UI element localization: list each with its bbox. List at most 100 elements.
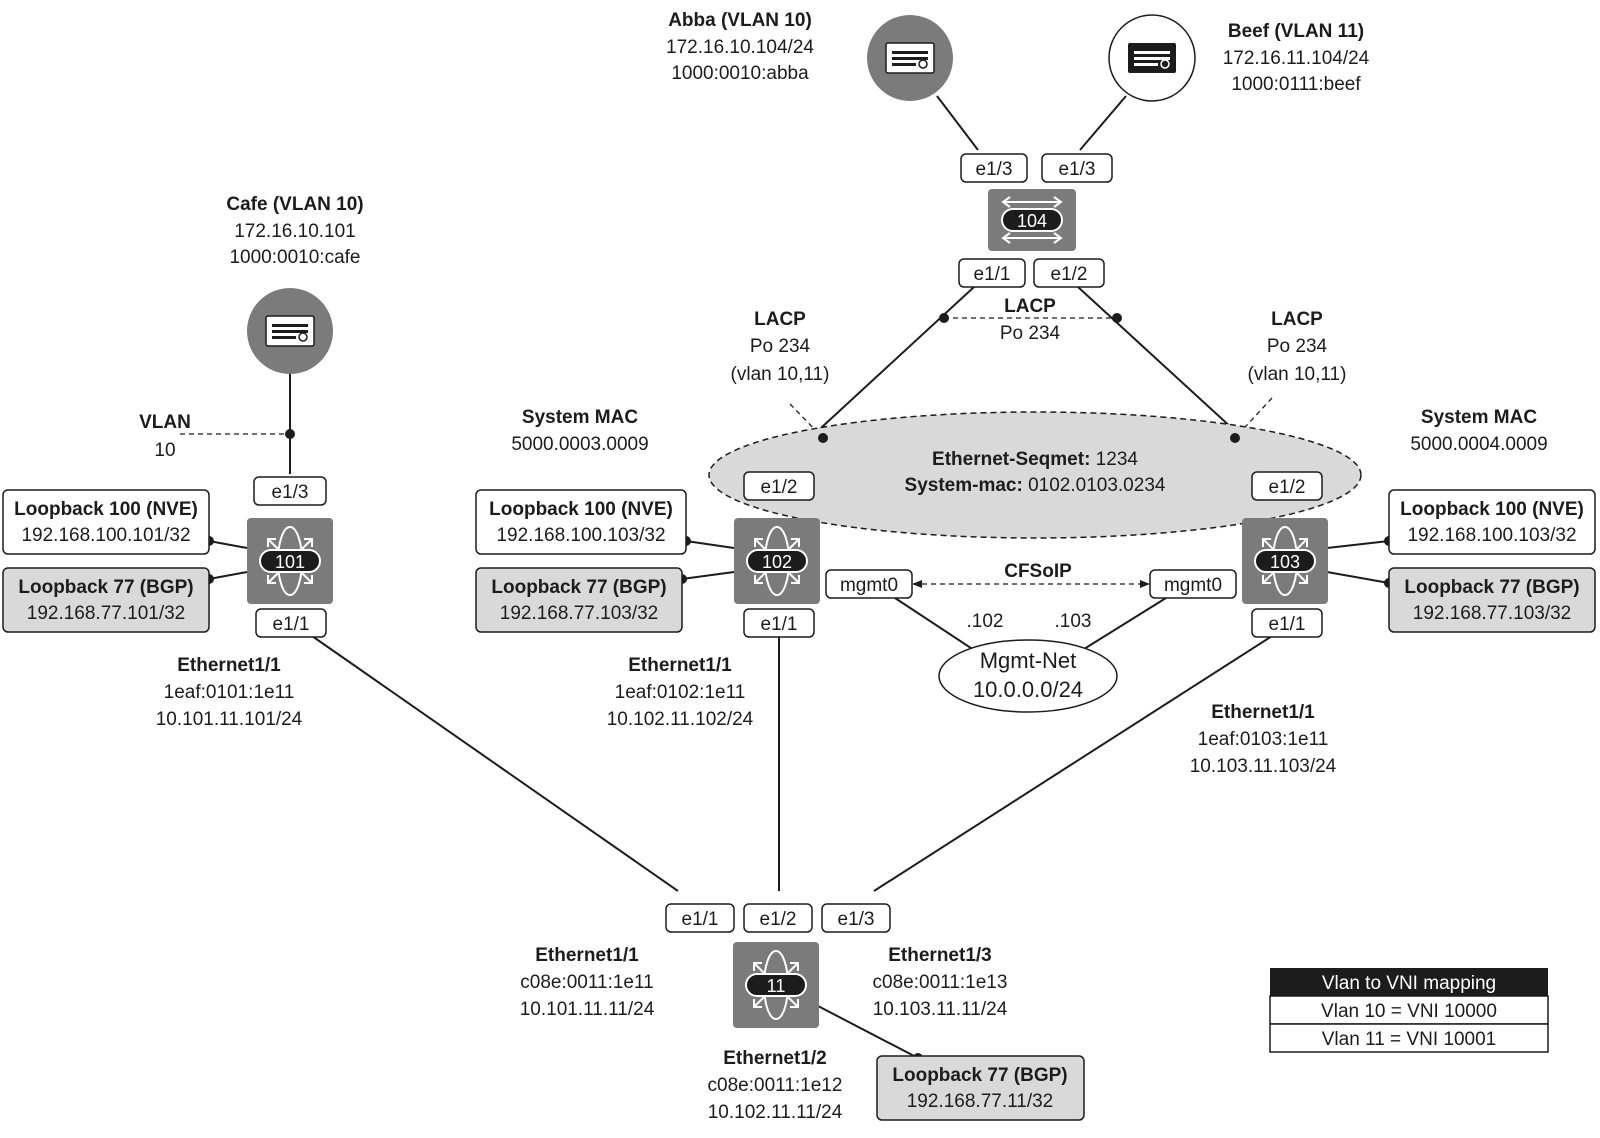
iface-101-ip: 10.101.11.101/24: [156, 709, 303, 730]
switch-102-id: 102: [762, 552, 792, 572]
switch-11[interactable]: 11: [733, 942, 819, 1028]
port-box: [1251, 608, 1323, 638]
port-104-e1-3-right[interactable]: e1/3: [1041, 153, 1113, 183]
arrowhead-icon: [1053, 232, 1063, 244]
lacp-left-po: Po 234: [750, 336, 811, 357]
cfsoip-arrowhead-left: [912, 580, 922, 588]
link-mgmt-left: [894, 597, 981, 655]
abba-mac: 1000:0010:abba: [671, 63, 809, 84]
loopback-103-nve[interactable]: Loopback 100 (NVE) 192.168.100.103/32: [1388, 489, 1596, 555]
vpc-segment-key: Ethernet-Seqmet:: [932, 449, 1090, 470]
loopback-103-bgp[interactable]: Loopback 77 (BGP) 192.168.77.103/32: [1388, 567, 1596, 633]
server-icon: [885, 42, 935, 74]
loopback-102-bgp[interactable]: Loopback 77 (BGP) 192.168.77.103/32: [475, 567, 683, 633]
port-label: e1/1: [974, 264, 1011, 285]
port-102-mgmt0[interactable]: mgmt0: [825, 569, 913, 599]
lacp-left-title: LACP: [754, 309, 806, 330]
system-mac-right-value: 5000.0004.0009: [1410, 434, 1547, 455]
switch-101-id: 101: [275, 552, 305, 572]
cfsoip-label: CFSoIP: [1004, 561, 1072, 582]
port-box: [825, 569, 913, 599]
loopback-102-nve[interactable]: Loopback 100 (NVE) 192.168.100.103/32: [475, 489, 687, 555]
switch-11-id: 11: [767, 976, 786, 996]
loopback-box: [475, 567, 683, 633]
port-box: [960, 153, 1028, 183]
port-104-e1-3-left[interactable]: e1/3: [960, 153, 1028, 183]
port-box: [665, 903, 735, 933]
beef-name: Beef (VLAN 11): [1228, 21, 1364, 42]
port-box: [1149, 569, 1237, 599]
port-104-e1-1[interactable]: e1/1: [958, 258, 1026, 288]
port-103-e1-2[interactable]: e1/2: [1251, 471, 1323, 501]
host-beef[interactable]: [1108, 14, 1196, 102]
port-label: e1/1: [1269, 614, 1306, 635]
loopback-101-nve[interactable]: Loopback 100 (NVE) 192.168.100.101/32: [2, 489, 210, 555]
port-box: [958, 258, 1026, 288]
link-102-bgp: [681, 571, 735, 580]
host-cafe[interactable]: [247, 288, 333, 374]
system-mac-left-title: System MAC: [522, 407, 638, 428]
mgmt-net-ellipse: [938, 639, 1118, 713]
iface-101-mac: 1eaf:0101:1e11: [164, 682, 295, 703]
arrowhead-icon: [1001, 232, 1011, 244]
port-102-e1-2[interactable]: e1/2: [743, 471, 815, 501]
loopback-101-bgp[interactable]: Loopback 77 (BGP) 192.168.77.101/32: [2, 567, 210, 633]
loopback-11-bgp[interactable]: Loopback 77 (BGP) 192.168.77.11/32: [876, 1055, 1085, 1121]
iface-11-e12-name: Ethernet1/2: [723, 1048, 826, 1069]
vpc-sysmac-label: System-mac: 0102.0103.0234: [905, 475, 1166, 496]
iface-102-ip: 10.102.11.102/24: [607, 709, 754, 730]
port-box: [1041, 153, 1113, 183]
switch-101[interactable]: 101: [247, 518, 333, 604]
mgmt-addr-102: .102: [967, 611, 1004, 632]
port-104-e1-2[interactable]: e1/2: [1033, 258, 1105, 288]
link-103-bgp: [1326, 571, 1390, 584]
mgmt-net-name: Mgmt-Net: [980, 648, 1077, 673]
system-mac-right-title: System MAC: [1421, 407, 1537, 428]
switch-103-badge: [1254, 549, 1316, 573]
port-label: e1/3: [1059, 159, 1096, 180]
port-label: mgmt0: [840, 575, 898, 596]
port-label: mgmt0: [1164, 575, 1222, 596]
port-11-e1-2[interactable]: e1/2: [743, 903, 813, 933]
port-label: e1/3: [272, 482, 309, 503]
loopback-title: Loopback 77 (BGP): [18, 577, 193, 598]
link-102-nve: [685, 540, 735, 549]
lacp-center-title: LACP: [1004, 296, 1056, 317]
vni-table-row-2: [1269, 1023, 1549, 1053]
system-mac-left-value: 5000.0003.0009: [511, 434, 648, 455]
port-box: [1251, 471, 1323, 501]
cafe-ip: 172.16.10.101: [234, 221, 356, 242]
iface-11-e11-name: Ethernet1/1: [535, 945, 639, 966]
cafe-name: Cafe (VLAN 10): [226, 194, 363, 215]
iface-103-ip: 10.103.11.103/24: [1190, 756, 1337, 777]
switch-102[interactable]: 102: [734, 518, 820, 604]
loopback-title: Loopback 100 (NVE): [1400, 499, 1584, 520]
host-abba[interactable]: [867, 15, 953, 101]
vpc-sysmac-key: System-mac:: [905, 475, 1023, 496]
port-101-e1-3[interactable]: e1/3: [253, 476, 327, 506]
loopback-ip: 192.168.100.101/32: [21, 525, 190, 546]
port-11-e1-1[interactable]: e1/1: [665, 903, 735, 933]
port-box: [743, 903, 813, 933]
port-103-e1-1[interactable]: e1/1: [1251, 608, 1323, 638]
link-mgmt-right: [1075, 597, 1167, 655]
switch-103[interactable]: 103: [1242, 518, 1328, 604]
loopback-ip: 192.168.100.103/32: [1407, 525, 1576, 546]
link-101-nve: [208, 540, 248, 549]
port-103-mgmt0[interactable]: mgmt0: [1149, 569, 1237, 599]
loopback-box: [876, 1055, 1085, 1121]
lacp-right-vlans: (vlan 10,11): [1248, 364, 1347, 385]
link-101-11: [311, 635, 679, 892]
switch-104[interactable]: 104: [988, 189, 1076, 251]
loopback-title: Loopback 77 (BGP): [1404, 577, 1579, 598]
port-label: e1/3: [838, 909, 875, 930]
loopback-ip: 192.168.100.103/32: [496, 525, 665, 546]
beef-mac: 1000:0111:beef: [1231, 74, 1361, 95]
loopback-ip: 192.168.77.103/32: [1413, 603, 1572, 624]
mgmt-net-cloud[interactable]: Mgmt-Net 10.0.0.0/24: [938, 639, 1118, 713]
link-beef-104: [1079, 95, 1127, 151]
port-102-e1-1[interactable]: e1/1: [743, 608, 815, 638]
port-101-e1-1[interactable]: e1/1: [255, 608, 327, 638]
port-11-e1-3[interactable]: e1/3: [821, 903, 891, 933]
